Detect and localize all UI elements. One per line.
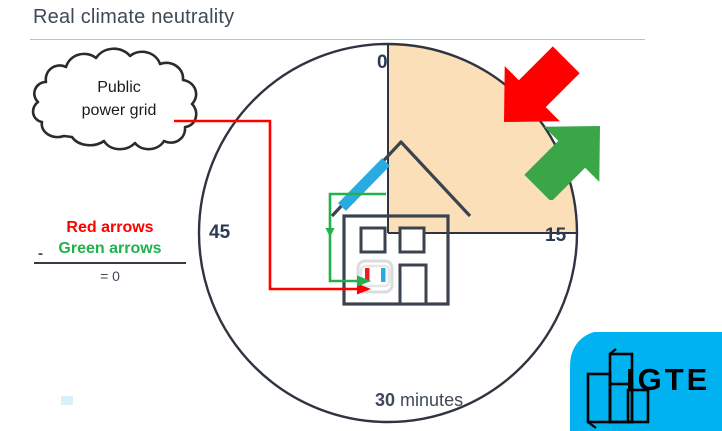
house-icon xyxy=(330,140,472,306)
logo-background xyxy=(570,332,722,431)
solar-panel-icon xyxy=(338,158,390,211)
clock-tick-15: 15 xyxy=(545,225,567,246)
house-door xyxy=(398,263,428,306)
cloud-icon xyxy=(31,47,198,151)
house-roof xyxy=(330,140,472,218)
minus-sign: - xyxy=(38,245,43,262)
equation-divider xyxy=(34,262,186,264)
green-arrows-label: Green arrows xyxy=(58,240,162,257)
clock-tick-30-unit: minutes xyxy=(400,390,464,410)
logo-panel xyxy=(570,332,722,431)
house-window-right xyxy=(398,226,426,254)
clock-tick-0: 0 xyxy=(377,52,388,73)
clock-tick-30-value: 30 xyxy=(375,390,396,410)
shaded-quadrant xyxy=(388,44,577,233)
clock-tick-45: 45 xyxy=(209,222,231,243)
logo-edge-top xyxy=(609,348,617,355)
green-arrows-row: - Green arrows xyxy=(30,238,190,262)
green-arrow-outbound xyxy=(524,126,600,200)
meter-blue-bar xyxy=(381,268,386,282)
igte-logo: IGTE xyxy=(570,332,722,431)
red-arrows-label: Red arrows xyxy=(66,219,154,236)
energy-flow-arrows xyxy=(504,46,600,200)
page-title: Real climate neutrality xyxy=(33,6,235,28)
faint-artifact xyxy=(61,396,73,405)
red-arrow-inbound xyxy=(504,46,580,122)
title-divider xyxy=(30,39,645,40)
house-window-left xyxy=(359,226,387,254)
logo-building-3 xyxy=(608,382,634,424)
clock-tick-30: 30 minutes xyxy=(375,390,463,411)
logo-edge-left xyxy=(587,421,597,429)
equation-result: = 0 xyxy=(100,268,120,284)
meter-red-bar xyxy=(365,268,370,282)
logo-building-4 xyxy=(626,388,650,424)
logo-text: IGTE xyxy=(626,362,711,397)
arrow-balance-equation: Red arrows - Green arrows = 0 xyxy=(30,217,190,286)
